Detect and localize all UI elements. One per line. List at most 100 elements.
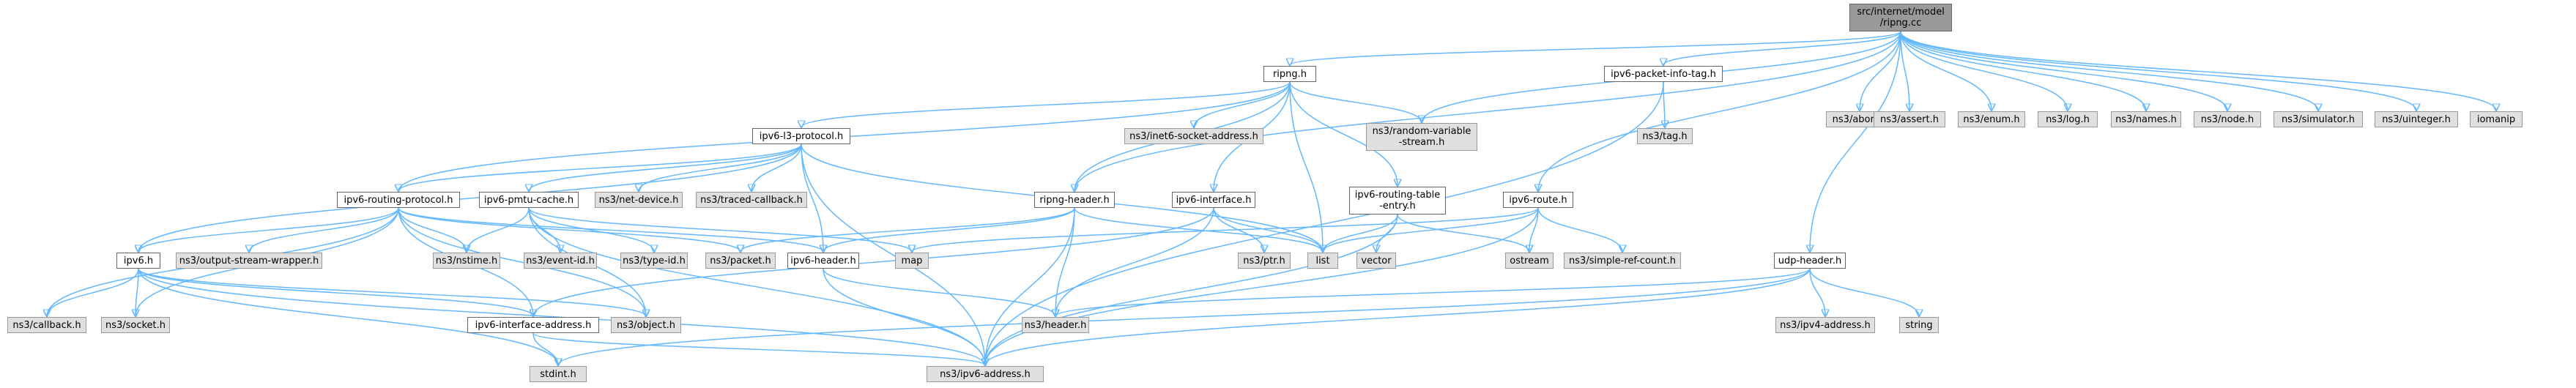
edge-ipv6-pmtu-cache-h-to-nstime-h (467, 207, 530, 252)
edge-ripng-h-to-inet6-socket-address-h (1194, 81, 1291, 127)
node-ipv6-route-h[interactable]: ipv6-route.h (1503, 192, 1573, 208)
node-ripng-h[interactable]: ripng.h (1263, 66, 1316, 82)
edge-ipv6-interface-h-to-list (1213, 207, 1323, 252)
node-assert-h: ns3/assert.h (1874, 111, 1945, 127)
edge-ipv6-routing-table-entry-h-to-list (1323, 214, 1398, 252)
node-stdint-h: stdint.h (530, 366, 587, 382)
node-callback-h: ns3/callback.h (7, 317, 86, 333)
node-event-id-h: ns3/event-id.h (524, 253, 597, 269)
node-ipv6-routing-table-entry-h[interactable]: ipv6-routing-table -entry.h (1349, 187, 1446, 214)
edge-ripng-h-to-list (1289, 81, 1323, 252)
node-type-id-h: ns3/type-id.h (620, 253, 688, 269)
edge-ipv6-interface-h-to-ipv6-interface-address-h (533, 207, 1214, 316)
edge-ipv6-routing-table-entry-h-to-ostream (1397, 214, 1529, 252)
edge-ipv6-route-h-to-ostream (1529, 207, 1539, 252)
edge-udp-header-h-to-ipv6-address-h (985, 268, 1811, 365)
edge-ripng-header-h-to-ipv6-header-h (823, 207, 1075, 252)
edge-ripng-cc-to-log-h (1900, 31, 2068, 111)
node-inet6-socket-address-h: ns3/inet6-socket-address.h (1124, 128, 1263, 144)
edge-ripng-header-h-to-list (1074, 207, 1323, 252)
node-ipv6-interface-h[interactable]: ipv6-interface.h (1172, 192, 1255, 208)
node-packet-h: ns3/packet.h (705, 253, 776, 269)
node-udp-header-h[interactable]: udp-header.h (1774, 253, 1846, 269)
node-ipv6-header-h[interactable]: ipv6-header.h (787, 253, 859, 269)
edge-ipv6-l3-protocol-h-to-ipv6-pmtu-cache-h (529, 143, 802, 191)
edge-ripng-cc-to-node-h (1900, 31, 2227, 111)
node-socket-h: ns3/socket.h (101, 317, 170, 333)
node-object-h: ns3/object.h (611, 317, 681, 333)
edge-ripng-h-to-ipv6-l3-protocol-h (801, 81, 1291, 127)
node-ostream: ostream (1505, 253, 1554, 269)
node-ripng-cc: src/internet/model /ripng.cc (1849, 4, 1952, 31)
node-simple-ref-count-h: ns3/simple-ref-count.h (1564, 253, 1681, 269)
edge-ipv6-routing-protocol-h-to-packet-h (398, 207, 740, 252)
edge-ripng-cc-to-names-h (1900, 31, 2146, 111)
edge-ipv6-routing-table-entry-h-to-ipv6-address-h (985, 214, 1398, 365)
edge-ripng-h-to-ipv6-routing-table-entry-h (1289, 81, 1398, 186)
edge-ripng-cc-to-ipv6-packet-info-tag-h (1663, 31, 1901, 65)
node-enum-h: ns3/enum.h (1958, 111, 2025, 127)
edge-ripng-cc-to-ipv6-route-h (1538, 31, 1901, 191)
node-traced-callback-h: ns3/traced-callback.h (696, 192, 807, 208)
edge-ipv6-header-h-to-ipv6-address-h (823, 268, 985, 365)
edge-ripng-header-h-to-header-h (1055, 207, 1075, 316)
edge-ipv6-routing-protocol-h-to-ipv6-header-h (398, 207, 823, 252)
edge-ripng-h-to-random-variable-stream-h (1289, 81, 1422, 122)
edge-ipv6-route-h-to-ipv6-address-h (985, 207, 1539, 365)
edge-ipv6-h-to-callback-h (47, 268, 139, 316)
node-nstime-h: ns3/nstime.h (433, 253, 500, 269)
edge-ipv6-route-h-to-list (1323, 207, 1539, 252)
edge-ipv6-routing-protocol-h-to-object-h (398, 207, 646, 316)
node-ripng-header-h[interactable]: ripng-header.h (1034, 192, 1115, 208)
edge-ripng-cc-to-assert-h (1900, 31, 1909, 111)
edge-ipv6-header-h-to-header-h (823, 268, 1055, 316)
edge-ipv6-h-to-object-h (138, 268, 646, 316)
node-output-stream-wrapper-h: ns3/output-stream-wrapper.h (176, 253, 322, 269)
node-header-h: ns3/header.h (1022, 317, 1089, 333)
edge-ipv6-l3-protocol-h-to-ipv6-header-h (801, 143, 823, 252)
node-map: map (895, 253, 929, 269)
node-ipv6-routing-protocol-h[interactable]: ipv6-routing-protocol.h (337, 192, 460, 208)
node-ipv6-h[interactable]: ipv6.h (116, 253, 160, 269)
edge-ipv6-l3-protocol-h-to-ipv6-routing-protocol-h (398, 143, 802, 191)
node-list: list (1307, 253, 1338, 269)
edge-udp-header-h-to-stdint-h (558, 268, 1811, 365)
node-ipv6-interface-address-h[interactable]: ipv6-interface-address.h (467, 317, 599, 333)
node-uinteger-h: ns3/uinteger.h (2375, 111, 2458, 127)
node-ipv6-packet-info-tag-h[interactable]: ipv6-packet-info-tag.h (1604, 66, 1723, 82)
edge-ipv6-h-to-socket-h (136, 268, 138, 316)
node-names-h: ns3/names.h (2111, 111, 2181, 127)
node-iomanip: iomanip (2470, 111, 2523, 127)
edge-ripng-cc-to-uinteger-h (1900, 31, 2416, 111)
edge-ipv6-pmtu-cache-h-to-type-id-h (528, 207, 654, 252)
edge-ipv6-l3-protocol-h-to-net-device-h (639, 143, 802, 191)
node-ipv4-address-h: ns3/ipv4-address.h (1775, 317, 1875, 333)
edge-ipv6-interface-address-h-to-stdint-h (532, 332, 558, 365)
node-ipv6-l3-protocol-h[interactable]: ipv6-l3-protocol.h (752, 128, 850, 144)
edge-ipv6-interface-address-h-to-ipv6-address-h (532, 332, 985, 365)
node-log-h: ns3/log.h (2038, 111, 2098, 127)
edge-ipv6-packet-info-tag-h-to-ipv6-address-h (985, 81, 1664, 365)
edge-ripng-header-h-to-ipv6-address-h (985, 207, 1075, 365)
edge-ipv6-routing-protocol-h-to-output-stream-wrapper-h (249, 207, 399, 252)
node-ipv6-address-h: ns3/ipv6-address.h (927, 366, 1044, 382)
edge-ipv6-pmtu-cache-h-to-ipv6-address-h (528, 207, 985, 365)
node-ptr-h: ns3/ptr.h (1238, 253, 1291, 269)
edge-ipv6-l3-protocol-h-to-traced-callback-h (751, 143, 802, 191)
node-ipv6-pmtu-cache-h[interactable]: ipv6-pmtu-cache.h (479, 192, 579, 208)
node-simulator-h: ns3/simulator.h (2274, 111, 2363, 127)
edge-ripng-cc-to-ripng-header-h (1074, 31, 1901, 191)
edge-udp-header-h-to-string (1809, 268, 1919, 316)
edge-ipv6-interface-h-to-header-h (1055, 207, 1214, 316)
node-string: string (1899, 317, 1939, 333)
edge-ipv6-routing-protocol-h-to-ipv6-h (138, 207, 399, 252)
edge-ripng-cc-to-udp-header-h (1810, 31, 1901, 252)
edge-ripng-cc-to-abort-h (1860, 31, 1901, 111)
node-vector: vector (1356, 253, 1396, 269)
edge-ripng-cc-to-simulator-h (1900, 31, 2318, 111)
edge-ripng-cc-to-iomanip (1900, 31, 2496, 111)
edge-ipv6-pmtu-cache-h-to-map (528, 207, 912, 252)
edge-udp-header-h-to-ipv4-address-h (1809, 268, 1825, 316)
edge-ripng-header-h-to-packet-h (740, 207, 1075, 252)
edge-ripng-cc-to-ripng-h (1290, 31, 1901, 65)
